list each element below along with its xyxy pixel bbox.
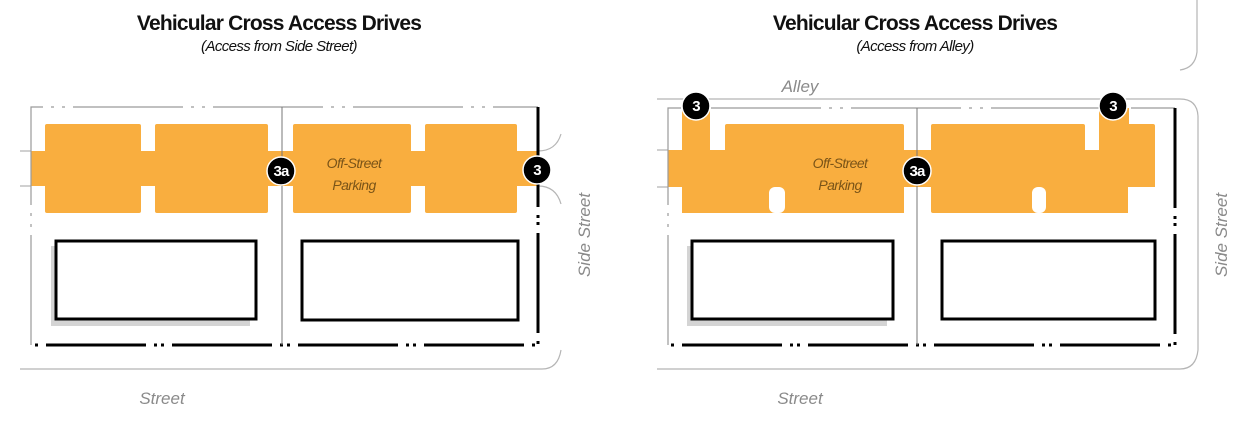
street-curb (20, 349, 562, 370)
side-street-label: Side Street (575, 192, 594, 277)
building (690, 239, 895, 321)
diagram-title: Vehicular Cross Access Drives (137, 12, 421, 35)
building (54, 239, 258, 321)
svg-text:3a: 3a (273, 163, 290, 180)
street-label: Street (139, 389, 186, 408)
parking-label: Parking (332, 177, 376, 193)
side-street-label: Side Street (1212, 192, 1231, 277)
badge-3: 3 (522, 155, 552, 185)
lot-line (30, 106, 538, 345)
badge-3a: 3a (266, 156, 296, 186)
side-street-curb-top (537, 133, 562, 152)
off-street-parking-area (668, 108, 1155, 213)
street-label: Street (777, 389, 824, 408)
badge-3: 3 (1098, 91, 1128, 121)
badge-3: 3 (681, 91, 711, 121)
svg-text:3: 3 (692, 98, 700, 115)
curb-line (20, 150, 31, 187)
diagram-subtitle: (Access from Side Street) (201, 38, 357, 55)
parking-label: Off-Street (813, 155, 869, 171)
diagram-subtitle: (Access from Alley) (856, 38, 974, 55)
svg-text:3a: 3a (909, 163, 926, 180)
building (940, 239, 1157, 321)
diagram-alley-access: Vehicular Cross Access Drives (Access fr… (657, 0, 1231, 408)
side-street-curb-top (1179, 0, 1198, 71)
parking-label: Off-Street (327, 155, 383, 171)
diagram-side-street-access: Vehicular Cross Access Drives (Access fr… (20, 12, 594, 408)
property-line (668, 108, 1177, 347)
alley-street-curb (657, 98, 1199, 370)
svg-text:3: 3 (533, 162, 541, 179)
lot-line (667, 107, 1175, 345)
building (300, 239, 520, 322)
svg-text:3: 3 (1109, 98, 1117, 115)
property-line (31, 107, 540, 347)
badge-3a: 3a (902, 156, 932, 186)
diagram-title: Vehicular Cross Access Drives (773, 12, 1057, 35)
alley-label: Alley (781, 77, 820, 96)
side-street-curb-bottom (537, 185, 562, 205)
curb-line (657, 149, 668, 188)
parking-label: Parking (818, 177, 862, 193)
